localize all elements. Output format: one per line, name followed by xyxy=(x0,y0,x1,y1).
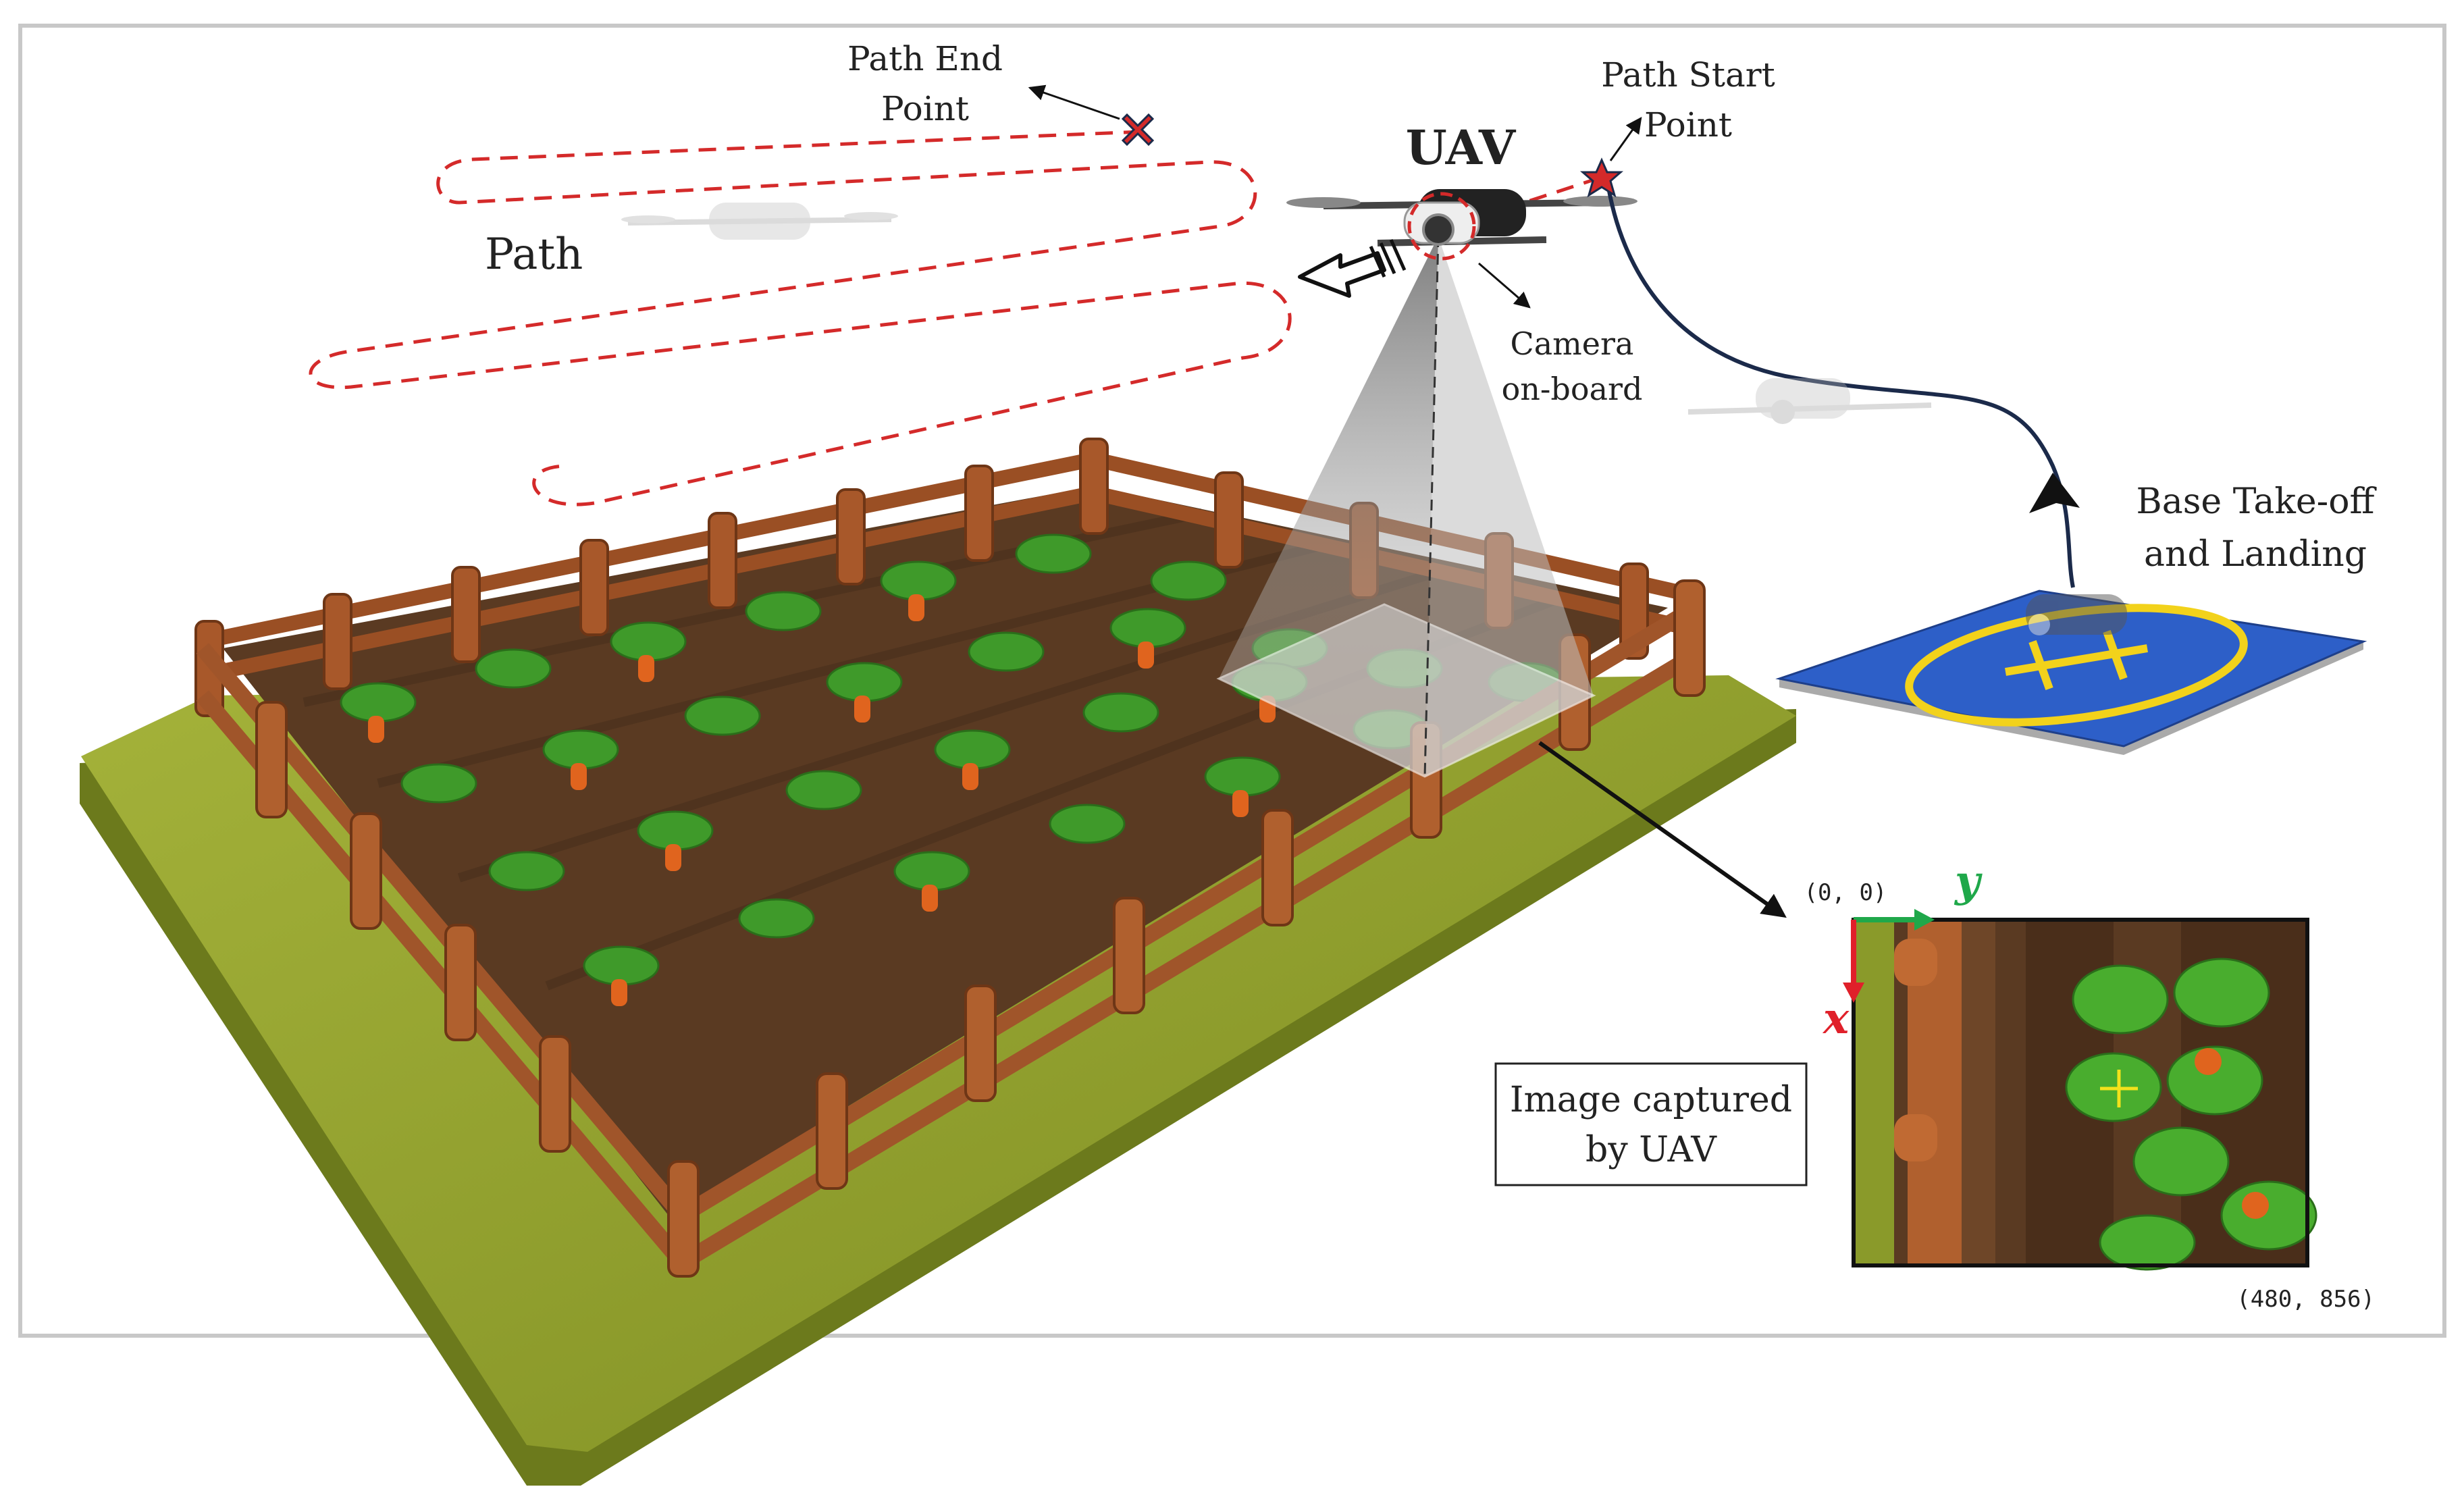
image-captured-line1: Image captured xyxy=(1510,1080,1792,1120)
base-label-line1: Base Take-off xyxy=(2137,481,2378,522)
axis-x-label: x xyxy=(1822,993,1850,1044)
path-start-pointer xyxy=(1609,117,1642,161)
origin-label: (0, 0) xyxy=(1804,879,1887,906)
path-start-label-line2: Point xyxy=(1644,105,1732,145)
figure-frame xyxy=(18,24,2446,1338)
base-label-line2: and Landing xyxy=(2144,534,2367,575)
image-captured-line2: by UAV xyxy=(1585,1130,1717,1170)
return-path xyxy=(1605,178,2075,588)
camera-highlight xyxy=(1407,192,1476,261)
arrow-left-icon xyxy=(1298,238,1407,298)
ghost-drone-return xyxy=(1687,378,1932,424)
path-label: Path xyxy=(485,230,583,280)
camera-cone xyxy=(1216,236,1596,778)
flight-path xyxy=(309,130,1292,506)
axis-y-arrow xyxy=(1854,909,1935,931)
footprint xyxy=(1216,603,1596,778)
carrot-plants xyxy=(340,533,1565,1006)
path-end-label-line1: Path End xyxy=(847,39,1003,78)
corner-label: (480, 856) xyxy=(2236,1286,2375,1313)
uav-label: UAV xyxy=(1406,120,1517,176)
farm-scene xyxy=(80,438,1796,1486)
helipad-side xyxy=(1779,642,2363,755)
landed-drone xyxy=(2026,594,2127,635)
inset-border xyxy=(1852,918,2309,1267)
image-captured-box xyxy=(1494,1062,1808,1186)
camera-label-line2: on-board xyxy=(1502,371,1643,407)
camera-pointer xyxy=(1478,262,1531,309)
path-end-label-line2: Point xyxy=(881,89,969,128)
star-icon xyxy=(1579,157,1624,198)
axis-x-arrow xyxy=(1843,920,1864,1003)
return-arrowhead xyxy=(2029,473,2080,513)
x-cross-icon xyxy=(1121,113,1155,147)
camera-axis xyxy=(1423,236,1440,777)
path-start-label-line1: Path Start xyxy=(1601,55,1775,95)
ghost-drone-path xyxy=(621,203,898,240)
uav-drone xyxy=(1286,189,1637,261)
captured-image xyxy=(1852,918,2317,1271)
axis-y-label: y xyxy=(1954,856,1983,907)
path-end-pointer xyxy=(1028,84,1120,120)
crosshair-icon xyxy=(2100,1070,2138,1107)
projection-arrow xyxy=(1538,741,1787,918)
camera-lens xyxy=(1422,213,1454,246)
camera-label-line1: Camera xyxy=(1511,325,1634,362)
inset-leaves xyxy=(2065,958,2317,1271)
helipad xyxy=(1775,590,2367,755)
